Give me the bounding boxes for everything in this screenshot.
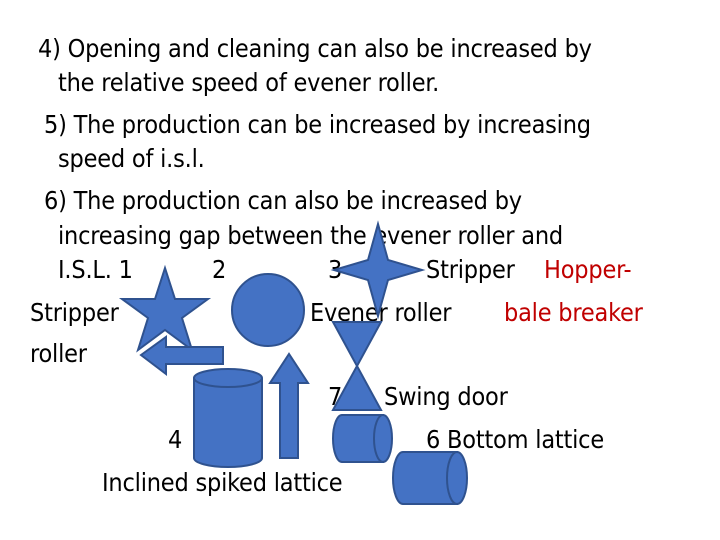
hopper-label: Hopper- [544, 255, 632, 284]
point-4-line-2: the relative speed of evener roller. [58, 68, 440, 97]
label-4: 4 [168, 425, 183, 454]
left-arrow-shape [139, 335, 224, 377]
cylinder-6-shape [332, 414, 384, 463]
cylinder-bottom-shape [392, 451, 458, 505]
point-4-line-1: 4) Opening and cleaning can also be incr… [38, 34, 592, 63]
label-2: 2 [212, 255, 227, 284]
inclined-lattice-label: Inclined spiked lattice [102, 468, 343, 497]
circle-shape [231, 273, 305, 347]
bale-breaker-label: bale breaker [504, 298, 643, 327]
cylinder-6-end [373, 414, 393, 463]
point-5-line-2: speed of i.s.l. [58, 144, 205, 173]
bottom-lattice-label: 6 Bottom lattice [426, 425, 604, 454]
four-point-star-shape [330, 220, 426, 320]
stripper-label: Stripper [426, 255, 515, 284]
stripper-roller-label-2: roller [30, 339, 87, 368]
stripper-roller-label-1: Stripper [30, 298, 119, 327]
isl-label: I.S.L. 1 [58, 255, 133, 284]
point-6-line-1: 6) The production can also be increased … [44, 186, 522, 215]
point-5-line-1: 5) The production can be increased by in… [44, 110, 591, 139]
hourglass-shape [331, 321, 383, 411]
swing-door-label: Swing door [384, 382, 508, 411]
cylinder-4-top [193, 368, 263, 388]
up-arrow-shape [268, 352, 310, 459]
cylinder-4-shape [193, 378, 263, 468]
five-point-star-shape [118, 264, 212, 353]
point-6-line-2: increasing gap between the evener roller… [58, 221, 563, 250]
cylinder-bottom-end [446, 451, 468, 505]
